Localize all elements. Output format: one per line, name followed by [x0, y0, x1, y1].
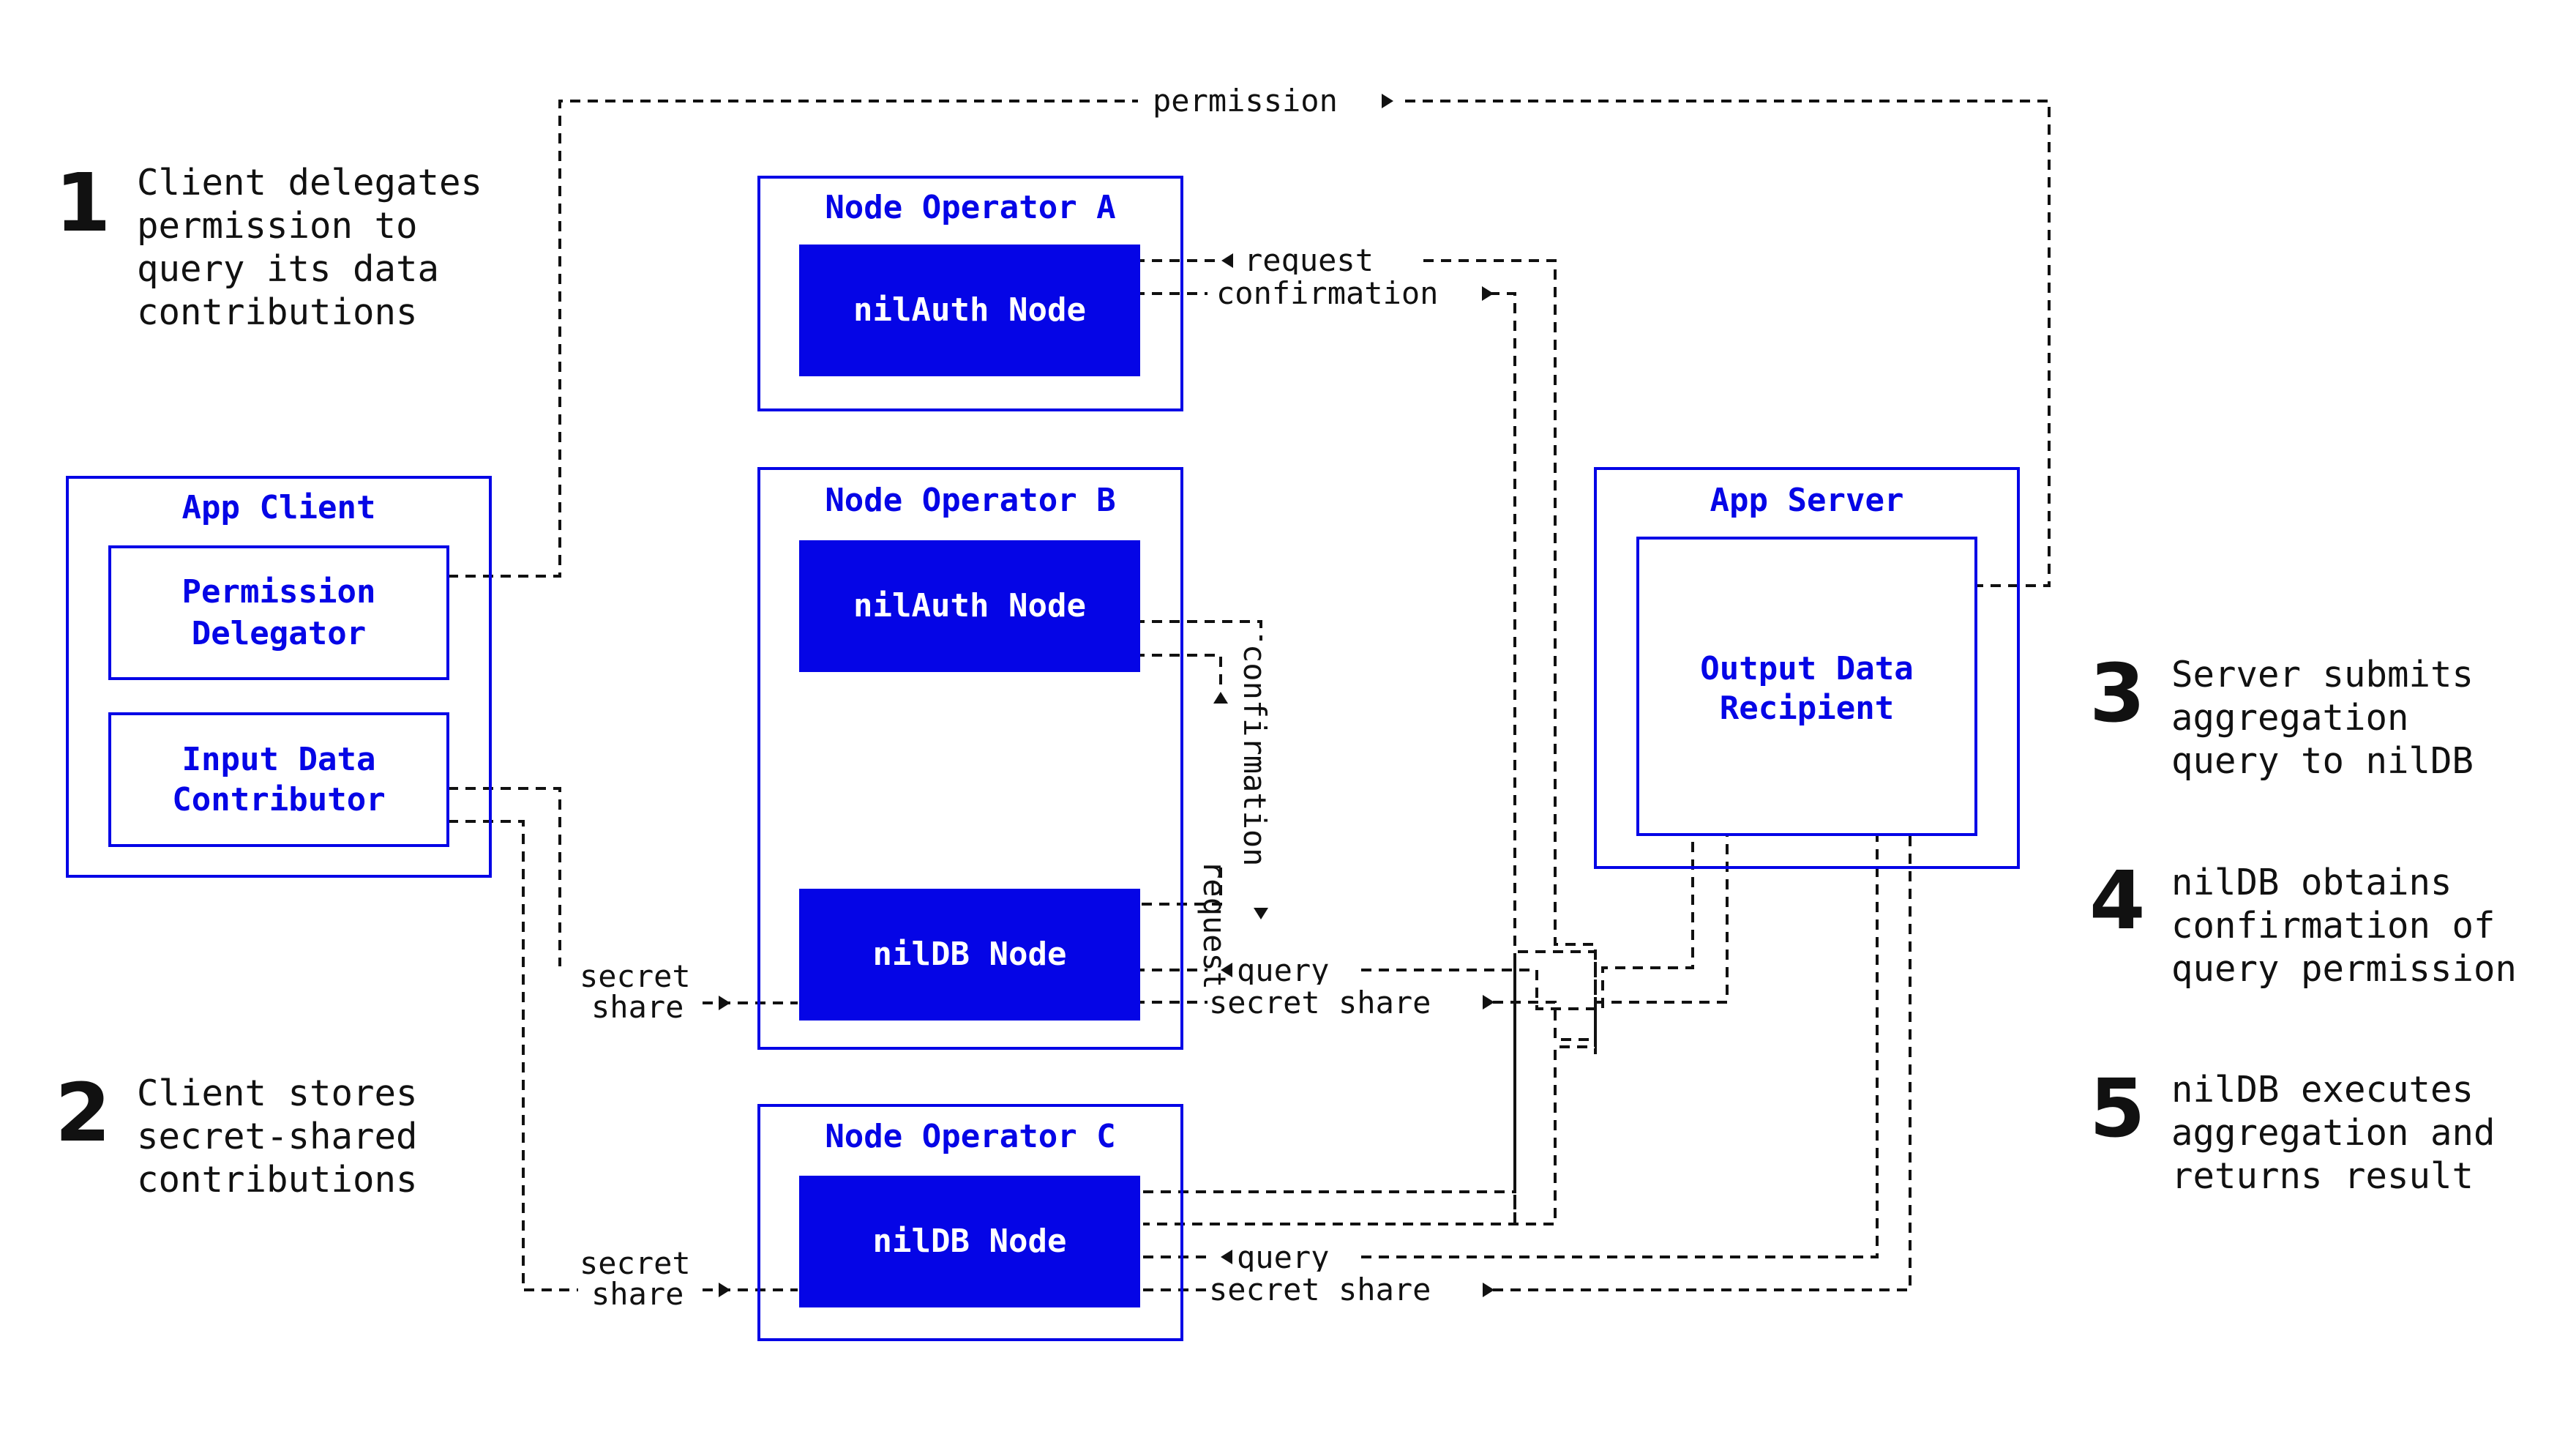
operator-c-link-1 [1143, 950, 1597, 1193]
step-1-line-3: query its data [137, 248, 439, 290]
step-2-number: 2 [55, 1066, 111, 1160]
step-3: 3 Server submits aggregation query to ni… [2089, 646, 2474, 782]
operator-b-nilauth-node [799, 540, 1140, 672]
operator-b-frame [757, 467, 1183, 1050]
operator-b-nildb-node [799, 889, 1140, 1021]
step-5-number: 5 [2089, 1062, 2146, 1155]
operator-b-confirmation-connector [1134, 620, 1262, 900]
confirmation-arrow-b [1254, 908, 1268, 919]
operator-c-nildb-node [799, 1176, 1140, 1307]
confirmation-arrow-a [1482, 286, 1494, 301]
request-label-a: request [1244, 242, 1374, 278]
step-5-line-1: nilDB executes [2171, 1069, 2474, 1111]
operator-c-frame [757, 1104, 1183, 1341]
app-server-title: App Server [1710, 482, 1904, 519]
step-5-line-3: returns result [2171, 1155, 2474, 1197]
output-data-recipient-box [1636, 537, 1977, 836]
step-4-line-1: nilDB obtains [2171, 862, 2452, 903]
secret-share-arrow-b [1483, 995, 1494, 1010]
step-4-number: 4 [2089, 854, 2146, 947]
operator-b-query-connector [1134, 835, 1694, 1010]
operator-c-nildb-label: nilDB Node [873, 1223, 1067, 1260]
permission-delegator-line-2: Delegator [192, 615, 366, 652]
operator-b-secret-share-connector [1134, 835, 1729, 1041]
input-data-contributor-line-2: Contributor [172, 781, 385, 818]
step-1-line-2: permission to [137, 205, 418, 247]
step-4-line-3: query permission [2171, 948, 2517, 990]
confirmation-label-a: confirmation [1216, 275, 1438, 311]
step-3-line-2: aggregation [2171, 697, 2409, 739]
query-label-b: query [1237, 952, 1329, 988]
step-5-line-2: aggregation and [2171, 1112, 2496, 1154]
step-2-line-2: secret-shared [137, 1116, 418, 1157]
permission-label: permission [1153, 83, 1338, 119]
step-4: 4 nilDB obtains confirmation of query pe… [2089, 854, 2517, 990]
output-data-recipient-line-2: Recipient [1720, 690, 1894, 727]
node-operator-c: Node Operator C nilDB Node [757, 1104, 1183, 1341]
permission-connector [448, 100, 2051, 587]
request-arrow-b [1213, 692, 1228, 704]
input-arrow-b [719, 996, 730, 1010]
share-label-c: share [591, 1276, 684, 1312]
node-operator-a: Node Operator A nilAuth Node [757, 176, 1183, 411]
secret-share-arrow-c [1483, 1283, 1494, 1297]
operator-a-title: Node Operator A [825, 189, 1115, 226]
secret-share-label-b: secret share [1209, 985, 1431, 1021]
operator-a-nilauth-node [799, 245, 1140, 376]
output-data-recipient-line-1: Output Data [1700, 650, 1913, 687]
input-arrow-c [719, 1283, 730, 1297]
query-arrow-b [1221, 963, 1232, 977]
secret-label-b: secret [580, 958, 691, 994]
permission-arrow [1382, 94, 1393, 108]
input-data-contributor-line-1: Input Data [182, 741, 376, 778]
operator-b-nilauth-label: nilAuth Node [853, 587, 1086, 624]
app-server: App Server Output Data Recipient [1594, 467, 2020, 869]
step-1-line-4: contributions [137, 291, 418, 333]
operator-c-title: Node Operator C [825, 1118, 1115, 1155]
node-operator-b: Node Operator B nilAuth Node nilDB Node [757, 467, 1183, 1050]
app-client-title: App Client [182, 489, 376, 526]
request-label-b: request [1197, 860, 1232, 990]
operator-a-nilauth-label: nilAuth Node [853, 291, 1086, 329]
query-arrow-c [1221, 1250, 1232, 1264]
step-1-line-1: Client delegates [137, 162, 482, 204]
connectors [448, 100, 2051, 1291]
edge-labels: permission request confirmation confirma… [580, 79, 1478, 1312]
step-2: 2 Client stores secret-shared contributi… [55, 1066, 418, 1201]
step-1-number: 1 [55, 156, 111, 250]
permission-delegator-line-1: Permission [182, 573, 376, 611]
permission-delegator-box [108, 545, 449, 680]
step-1: 1 Client delegates permission to query i… [55, 156, 482, 333]
query-label-c: query [1237, 1239, 1329, 1275]
secret-share-label-c: secret share [1209, 1272, 1431, 1307]
step-3-line-1: Server submits [2171, 654, 2474, 695]
app-server-frame [1594, 467, 2020, 869]
operator-b-nildb-label: nilDB Node [873, 936, 1067, 973]
input-data-contributor-box [108, 712, 449, 847]
app-client-frame [66, 476, 492, 878]
confirmation-label-b: confirmation [1237, 644, 1273, 866]
step-5: 5 nilDB executes aggregation and returns… [2089, 1062, 2496, 1197]
operator-b-title: Node Operator B [825, 482, 1115, 519]
operator-a-frame [757, 176, 1183, 411]
share-label-b: share [591, 989, 684, 1025]
step-2-line-3: contributions [137, 1159, 418, 1201]
operator-c-secret-share-connector [1143, 835, 1912, 1291]
step-3-line-3: query to nilDB [2171, 740, 2474, 782]
secret-label-c: secret [580, 1245, 691, 1281]
arrowheads [719, 94, 1494, 1297]
step-3-number: 3 [2089, 646, 2146, 740]
step-4-line-2: confirmation of [2171, 905, 2496, 947]
request-arrow-a [1221, 253, 1233, 268]
app-client: App Client Permission Delegator Input Da… [66, 476, 492, 878]
operator-a-request-connector [1134, 259, 1597, 1225]
operator-c-query-connector [1143, 835, 1879, 1258]
operator-a-confirmation-connector [1134, 292, 1516, 1223]
input-to-operator-b-connector [448, 787, 798, 1004]
operator-b-request-connector [1134, 654, 1222, 906]
input-to-operator-c-connector [448, 820, 798, 1291]
step-2-line-1: Client stores [137, 1072, 418, 1114]
